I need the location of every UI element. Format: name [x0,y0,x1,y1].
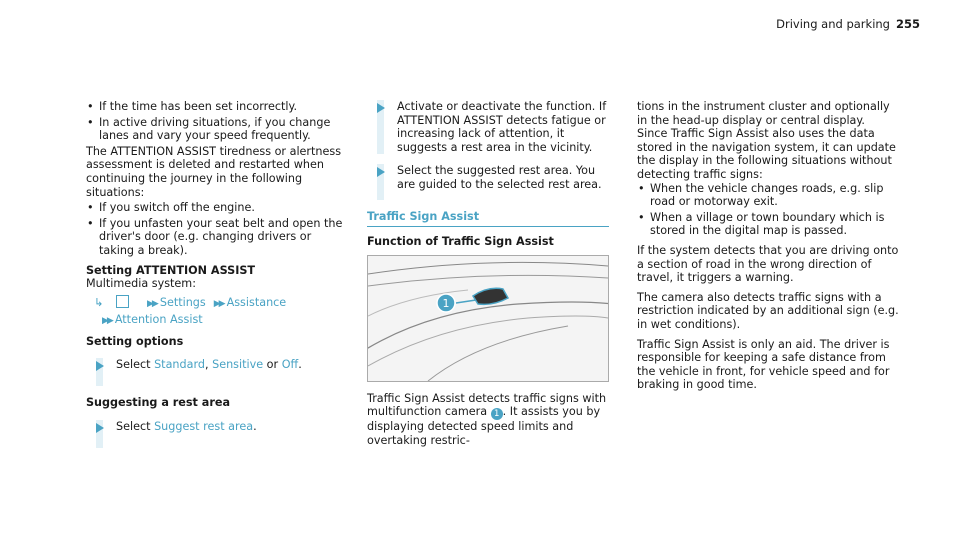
option-standard: Standard [154,358,205,372]
step-text: Activate or deactivate the function. If … [397,100,607,154]
instruction-step: Select Suggest rest area. [86,419,348,448]
column-1: If the time has been set incorrectly. In… [86,100,348,458]
step-bar [377,100,384,155]
step-bar [96,358,103,387]
caption: Traffic Sign Assist detects traffic sign… [367,392,609,448]
list-item: In active driving situations, if you cha… [86,116,348,143]
paragraph: Traffic Sign Assist is only an aid. The … [637,337,890,392]
caption-text: . It assists you by displaying detected … [367,405,601,447]
callout-label: 1 [443,297,450,310]
instruction-step: Select the suggested rest area. You are … [367,164,609,201]
windscreen-camera-illustration: 1 [362,254,614,382]
instruction-step: Select Standard, Sensitive or Off. [86,358,348,387]
list-item: If the time has been set incorrectly. [86,100,348,114]
callout-badge: 1 [490,408,503,421]
multimedia-label: Multimedia system: [86,277,196,291]
step-arrow-icon [377,167,385,178]
instruction-step: Activate or deactivate the function. If … [367,100,609,155]
list-item: When a village or town boundary which is… [637,211,899,238]
list-item: When the vehicle changes roads, e.g. sli… [637,182,899,209]
subsection-title: Function of Traffic Sign Assist [367,234,554,248]
step-text: . [253,419,257,433]
list-item: If you switch off the engine. [86,201,348,215]
double-chevron-icon: ▶▶ [102,315,114,326]
home-icon [116,294,129,308]
windscreen-drawing: 1 [362,261,614,381]
path-assistance: Assistance [226,295,287,309]
step-bar [377,164,384,201]
step-arrow-icon [96,422,104,433]
path-attention-assist: Attention Assist [114,312,203,326]
step-arrow-icon [377,103,385,113]
page-header: Driving and parking 255 [776,17,920,32]
header-title: Driving and parking [776,17,890,31]
option-off: Off [281,358,299,372]
column-2: Activate or deactivate the function. If … [362,100,614,448]
paragraph: The ATTENTION ASSIST tiredness or alertn… [86,144,342,199]
section-title: Traffic Sign Assist [367,210,609,227]
double-chevron-icon: ▶▶ [147,298,159,309]
paragraph: Since Traffic Sign Assist also uses the … [637,127,896,181]
suggest-rest-area-link: Suggest rest area [154,419,254,433]
setting-heading: Setting ATTENTION ASSIST [86,263,256,277]
path-settings: Settings [159,295,206,309]
paragraph: If the system detects that you are drivi… [637,243,899,285]
options-heading: Setting options [86,334,184,348]
caption-text: Traffic Sign Assist detects traffic sign… [367,391,607,419]
option-sensitive: Sensitive [212,358,264,372]
suggest-heading: Suggesting a rest area [86,396,230,410]
column-3: tions in the instrument cluster and opti… [637,100,899,392]
paragraph: tions in the instrument cluster and opti… [637,100,890,127]
step-text: Select [116,419,155,433]
step-text: Select the suggested rest area. You are … [397,164,602,191]
menu-path: ↳▶▶Settings▶▶Assistance ▶▶Attention Assi… [94,294,348,329]
step-text: , [204,358,213,372]
step-bar [96,419,103,448]
page-number: 255 [895,17,920,31]
paragraph: The camera also detects traffic signs wi… [637,290,899,331]
return-arrow-icon: ↳ [94,295,104,309]
step-arrow-icon [96,361,104,372]
step-text: . [298,358,302,372]
step-text: or [263,358,282,372]
list-item: If you unfasten your seat belt and open … [86,217,348,258]
double-chevron-icon: ▶▶ [213,298,226,309]
step-text: Select [116,358,155,372]
